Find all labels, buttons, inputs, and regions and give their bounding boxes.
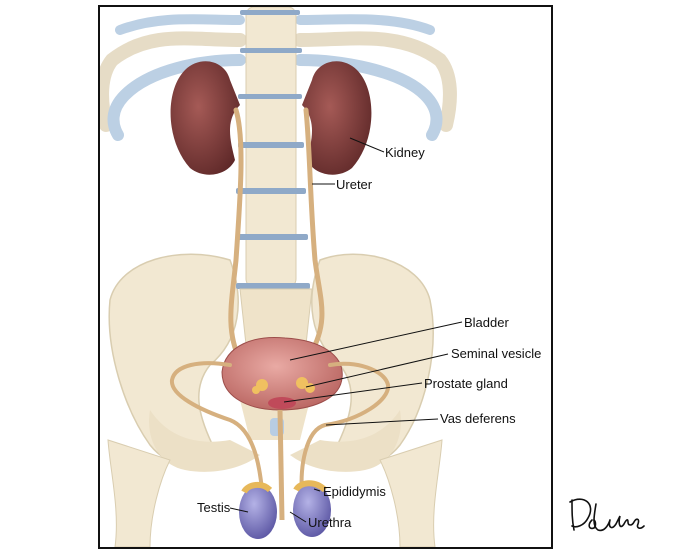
leader-lines — [229, 137, 463, 523]
kidneys — [170, 61, 372, 175]
label-bladder: Bladder — [464, 315, 509, 330]
label-urethra: Urethra — [308, 515, 352, 530]
label-testis: Testis — [197, 500, 231, 515]
label-vas-deferens: Vas deferens — [440, 411, 516, 426]
pelvis — [107, 253, 443, 547]
label-kidney: Kidney — [385, 145, 425, 160]
label-ureter: Ureter — [336, 177, 373, 192]
label-epididymis: Epididymis — [323, 484, 386, 499]
label-prostate-gland: Prostate gland — [424, 376, 508, 391]
prostate — [268, 397, 296, 409]
artist-signature — [569, 498, 645, 532]
label-seminal-vesicle: Seminal vesicle — [451, 346, 541, 361]
vas-deferens — [170, 361, 391, 492]
testes — [239, 480, 331, 539]
ureters — [228, 107, 325, 363]
urethra — [277, 409, 285, 521]
